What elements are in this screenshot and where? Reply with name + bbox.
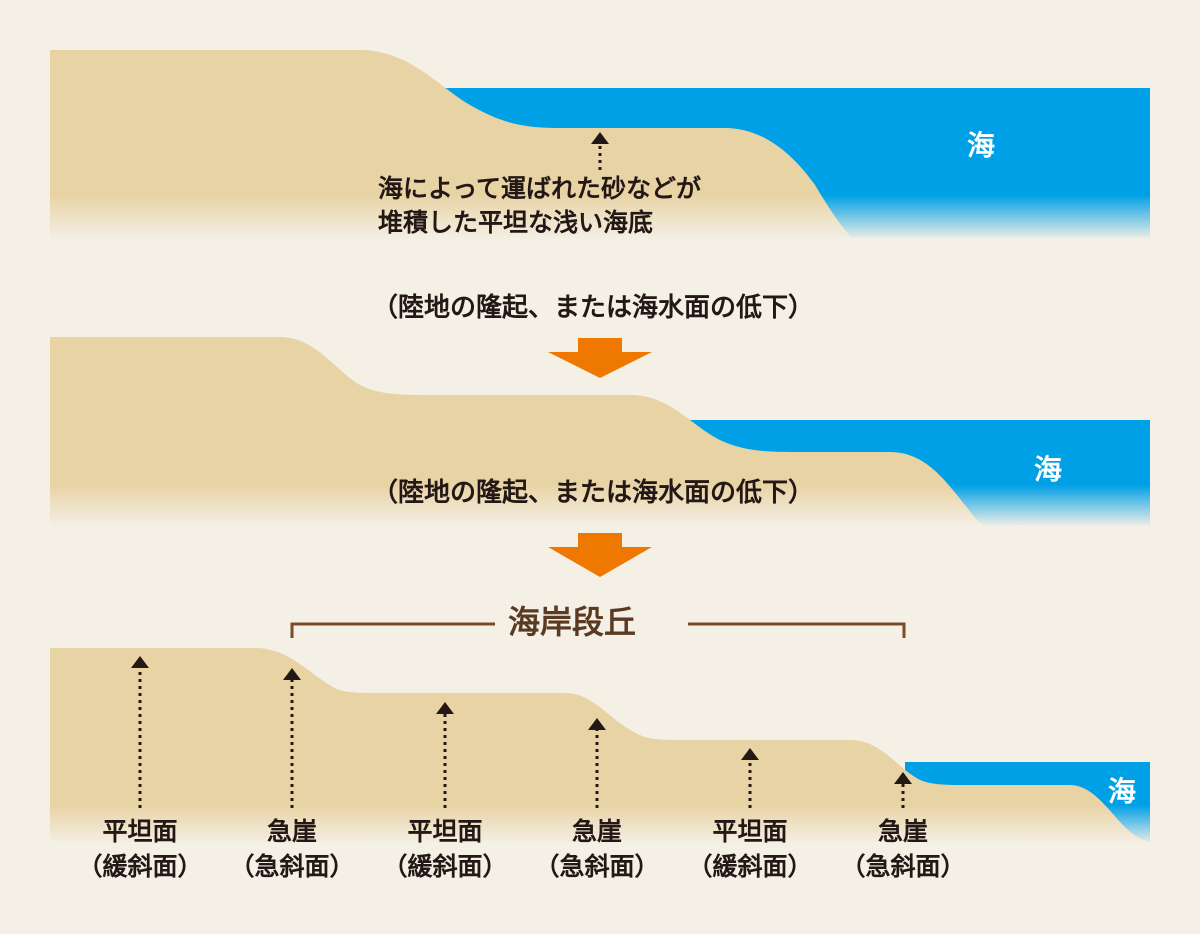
pointer-arrow-flat-3 — [741, 748, 759, 808]
part-label-cliff-1: 急崖 （急斜面） — [212, 814, 372, 884]
pointer-arrow-cliff-3 — [894, 772, 912, 808]
part-label-flat-1: 平坦面 （緩斜面） — [60, 814, 220, 884]
land-panel-1 — [50, 50, 852, 238]
deposit-description-line-1: 海によって運ばれた砂などが — [378, 174, 702, 203]
process-label-1: （陸地の隆起、または海水面の低下） — [372, 293, 815, 323]
process-label-2: （陸地の隆起、または海水面の低下） — [372, 478, 815, 508]
land-panel-3 — [50, 648, 1150, 842]
deposit-description-line-2: 堆積した平坦な浅い海底 — [378, 208, 654, 237]
pointer-arrow-flat-2 — [436, 702, 454, 808]
part-name: 平坦面 — [712, 817, 788, 846]
orange-down-arrow-1 — [548, 338, 652, 378]
part-sub: （急斜面） — [840, 852, 966, 881]
land-panel-2 — [50, 337, 985, 525]
part-label-flat-3: 平坦面 （緩斜面） — [670, 814, 830, 884]
panel-1 — [50, 50, 1150, 240]
pointer-arrow-panel-1 — [591, 132, 609, 170]
part-label-cliff-2: 急崖 （急斜面） — [517, 814, 677, 884]
part-name: 平坦面 — [102, 817, 178, 846]
terrace-bracket — [290, 622, 906, 638]
part-label-flat-2: 平坦面 （緩斜面） — [365, 814, 525, 884]
part-sub: （緩斜面） — [77, 852, 203, 881]
sea-label-panel-1: 海 — [967, 129, 996, 162]
sea-label-panel-3: 海 — [1108, 775, 1137, 808]
part-sub: （緩斜面） — [382, 852, 508, 881]
pointer-arrow-cliff-1 — [283, 668, 301, 808]
terrace-title: 海岸段丘 — [508, 603, 637, 641]
deposit-description: 海によって運ばれた砂などが 堆積した平坦な浅い海底 — [378, 172, 701, 240]
part-name: 急崖 — [877, 817, 928, 846]
panel-2 — [50, 337, 1150, 527]
fade-panel-2 — [50, 485, 1150, 527]
part-name: 急崖 — [571, 817, 622, 846]
pointer-arrow-cliff-2 — [588, 718, 606, 808]
part-sub: （緩斜面） — [687, 852, 813, 881]
orange-down-arrow-2 — [548, 533, 652, 577]
part-sub: （急斜面） — [534, 852, 660, 881]
fade-panel-1 — [50, 195, 1150, 240]
part-name: 急崖 — [266, 817, 317, 846]
panel-3 — [50, 648, 1150, 845]
part-sub: （急斜面） — [229, 852, 355, 881]
sea-label-panel-2: 海 — [1034, 453, 1063, 486]
part-name: 平坦面 — [407, 817, 483, 846]
fade-panel-3 — [50, 805, 1150, 845]
part-label-cliff-3: 急崖 （急斜面） — [823, 814, 983, 884]
pointer-arrow-flat-1 — [131, 656, 149, 808]
